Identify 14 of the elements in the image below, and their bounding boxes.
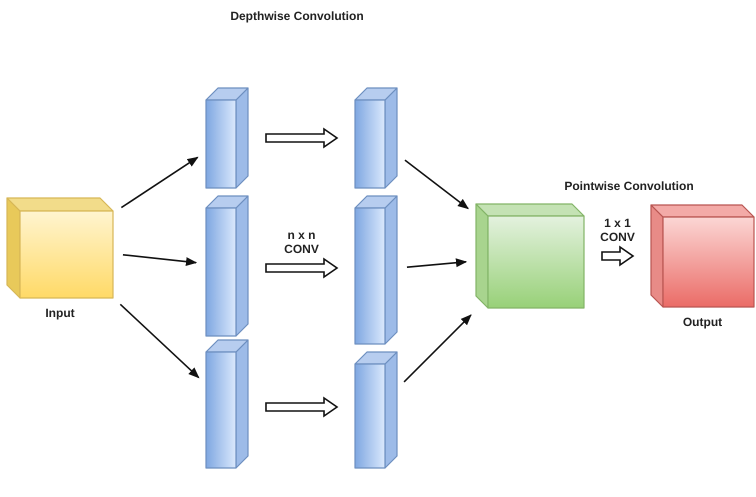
arrow: [404, 160, 469, 210]
block-arrow: [601, 245, 634, 267]
section-heading: Depthwise Convolution: [230, 9, 364, 23]
node-label: Input: [45, 306, 75, 320]
arrow: [122, 254, 198, 266]
arrow: [120, 156, 199, 208]
arrow: [406, 258, 468, 268]
block-arrow: [265, 127, 338, 149]
block-arrow: [265, 257, 338, 279]
section-heading: Pointwise Convolution: [564, 179, 694, 193]
arrow: [120, 304, 200, 378]
arrow: [404, 314, 472, 382]
node-label: Output: [682, 315, 722, 329]
block-arrow: [265, 396, 338, 418]
